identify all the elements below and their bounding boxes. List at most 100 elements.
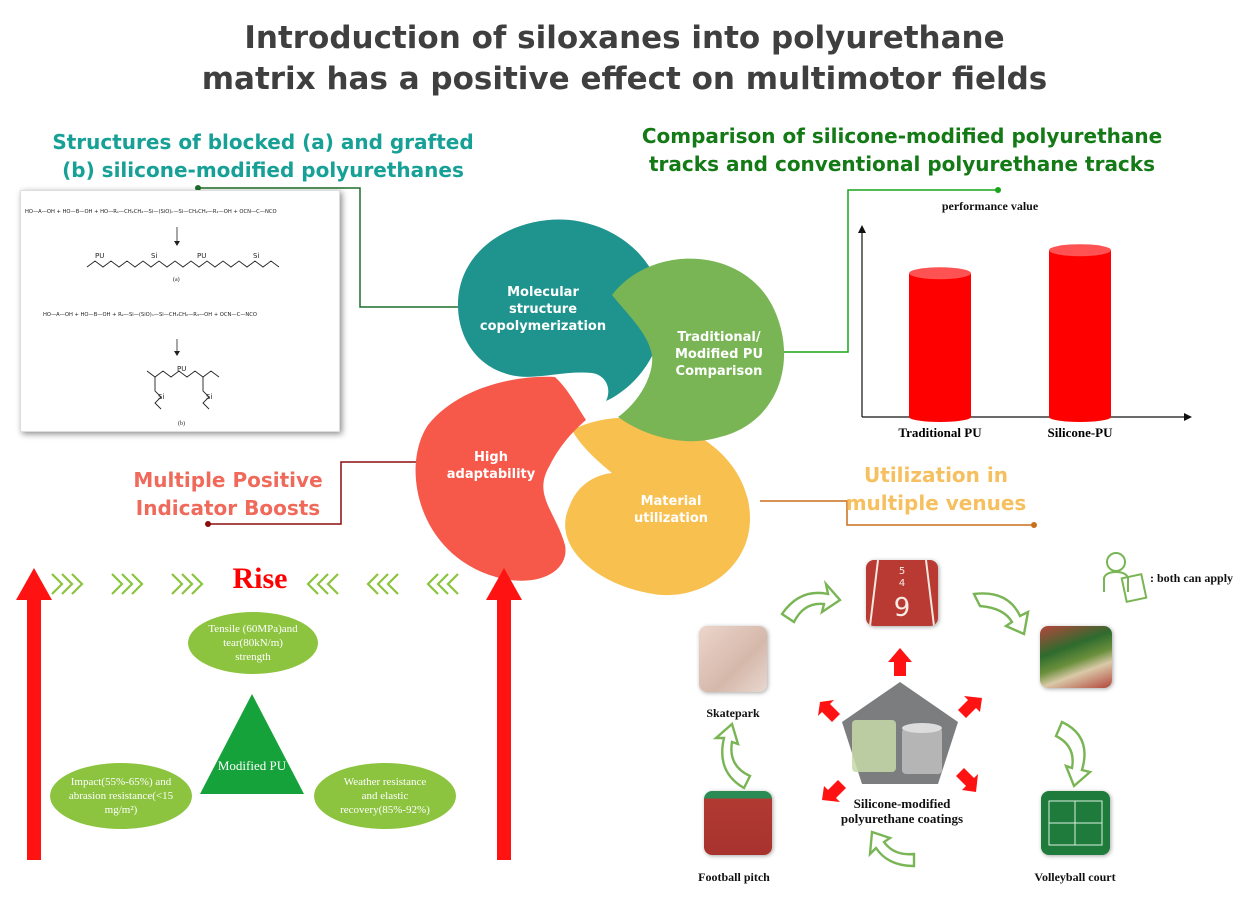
red-arrow-up [888, 648, 912, 676]
rise-label: Rise [232, 562, 288, 595]
cycle-arrow-bottom [868, 830, 916, 868]
title-line-2: matrix has a positive effect on multimot… [201, 61, 1048, 97]
connector-indicators [208, 461, 418, 525]
bar-1 [1049, 250, 1111, 417]
petal-2-line-3: Comparison [675, 364, 763, 379]
arrow-b-head [174, 351, 180, 356]
petal-comparison [612, 258, 785, 442]
petal-2-line-2: Modified PU [675, 347, 763, 362]
structures-title: Structures of blocked (a) and grafted (b… [28, 128, 498, 184]
indicators-title-line-1: Multiple Positive [133, 468, 323, 492]
branch-b1 [154, 377, 162, 410]
petal-3-line-1: High [474, 450, 508, 465]
branch-b2 [202, 377, 210, 410]
cycle-arrows [712, 579, 1093, 868]
bar-base-1 [1049, 412, 1111, 422]
petal-3-line-2: adaptability [446, 467, 536, 482]
petal-molecular-structure [458, 219, 664, 401]
skatepark-photo [699, 626, 767, 692]
right-up-arrow [486, 568, 522, 860]
coatings-label-line-1: Silicone-modified [853, 796, 951, 811]
chart-title: performance value [942, 199, 1039, 213]
title-line-1: Introduction of siloxanes into polyureth… [244, 20, 1005, 56]
bar-0 [909, 273, 971, 417]
structures-title-line-2: (b) silicone-modified polyurethanes [62, 158, 464, 182]
red-arrow-upright [958, 696, 982, 718]
utilization-title-line-1: Utilization in [864, 463, 1008, 487]
petal-high-adaptability [415, 376, 586, 581]
connector-comparison [776, 189, 998, 353]
red-arrow-downright [956, 768, 978, 792]
connector-dot-comparison [995, 187, 1001, 193]
petal-4-line-2: utilization [633, 511, 709, 526]
connector-utilization [760, 500, 1034, 526]
cycle-arrow-top-right [972, 592, 1030, 636]
left-chevrons [306, 573, 459, 595]
petal-4-line-1: Material [640, 494, 702, 509]
cycle-arrow-left [712, 721, 752, 790]
oval-tensile: Tensile (60MPa)and tear(80kN/m) strength [188, 612, 318, 674]
volleyball-label: Volleyball court [1034, 870, 1116, 884]
si-label-a2: Si [253, 252, 259, 260]
equation-b: HO—A—OH + HO—B—OH + R₂—Si—(SiO)ₙ—Si—CH₂C… [43, 312, 257, 318]
pu-label-a2: PU [197, 252, 206, 260]
football-label: Football pitch [698, 870, 770, 884]
connector-structures [198, 187, 458, 308]
bar-base-0 [909, 412, 971, 422]
label-b: (b) [178, 420, 185, 427]
cycle-arrow-top-left [780, 579, 842, 624]
comparison-title-line-1: Comparison of silicone-modified polyuret… [641, 124, 1163, 148]
bar-top-0 [909, 267, 971, 280]
oval-weather: Weather resistance and elastic recovery(… [314, 763, 456, 829]
x-axis-arrow [1184, 413, 1192, 421]
oval-impact: Impact(55%-65%) and abrasion resistance(… [50, 763, 192, 829]
petal-material-utilization [565, 417, 751, 596]
red-arrow-upleft [818, 700, 840, 722]
triangle-label: Modified PU [217, 758, 287, 773]
rise-chevrons [51, 573, 459, 595]
modified-pu-triangle [200, 694, 304, 794]
equation-a: HO—A—OH + HO—B—OH + HO—R₁—CH₂CH₂—Si—(SiO… [25, 209, 277, 215]
track-photo-drawing: 5 4 9 [869, 560, 935, 626]
both-can-apply-icon [1103, 552, 1148, 604]
comparison-title: Comparison of silicone-modified polyuret… [612, 122, 1192, 178]
pu-label-b: PU [177, 365, 186, 373]
volleyball-court-lines [1048, 800, 1103, 846]
label-a: (a) [173, 276, 180, 283]
volleyball-top-photo [1040, 626, 1112, 688]
utilization-title-line-2: multiple venues [845, 491, 1027, 515]
si-label-a1: Si [151, 252, 157, 260]
coatings-label-line-2: polyurethane coatings [840, 811, 964, 826]
oval-tensile-text: Tensile (60MPa)and tear(80kN/m) strength [208, 623, 298, 663]
red-direction-arrows [818, 648, 982, 802]
track-photo: 5 4 9 [866, 560, 938, 626]
track-lane-2: 4 [899, 578, 905, 589]
utilization-title: Utilization in multiple venues [836, 461, 1036, 517]
track-lane-1: 5 [899, 566, 905, 577]
arrow-a-head [174, 241, 180, 246]
structures-drawing: HO—A—OH + HO—B—OH + HO—R₁—CH₂CH₂—Si—(SiO… [25, 209, 280, 427]
indicators-title: Multiple Positive Indicator Boosts [108, 466, 348, 522]
x-tick-label-0: Traditional PU [898, 425, 982, 440]
oval-impact-text: Impact(55%-65%) and abrasion resistance(… [68, 776, 174, 816]
oval-weather-text: Weather resistance and elastic recovery(… [340, 776, 430, 816]
petal-3-label: High adaptability [436, 449, 546, 483]
bar-top-1 [1049, 244, 1111, 257]
right-chevrons [51, 573, 204, 595]
structures-title-line-1: Structures of blocked (a) and grafted [52, 130, 474, 154]
petal-4-label: Material utilization [616, 493, 726, 527]
x-tick-label-1: Silicone-PU [1048, 425, 1114, 440]
football-photo [704, 791, 772, 855]
left-up-arrow [16, 568, 52, 860]
si-label-b2: Si [206, 393, 212, 401]
y-axis-arrow [858, 225, 866, 233]
coatings-label: Silicone-modified polyurethane coatings [820, 796, 984, 826]
comparison-title-line-2: tracks and conventional polyurethane tra… [649, 152, 1155, 176]
indicators-title-line-2: Indicator Boosts [135, 496, 321, 520]
structures-figure: HO—A—OH + HO—B—OH + HO—R₁—CH₂CH₂—Si—(SiO… [20, 190, 340, 432]
connector-dot-structures [195, 185, 201, 191]
chain-a [86, 260, 280, 268]
track-number: 9 [894, 593, 911, 623]
connector-dot-utilization [1031, 522, 1037, 528]
